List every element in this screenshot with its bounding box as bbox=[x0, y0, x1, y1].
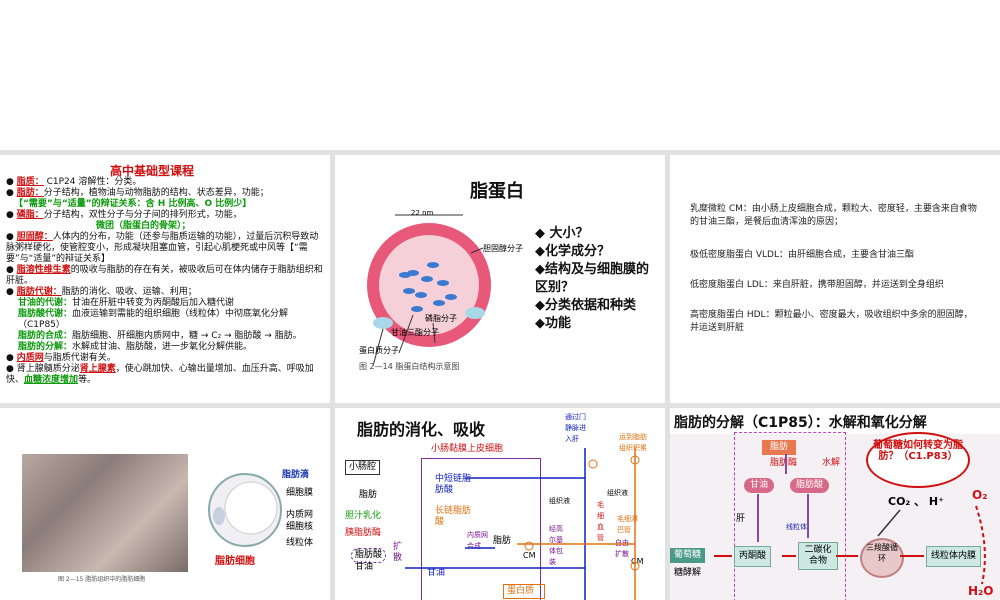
lbl-mito-inner: 线粒体内膜 bbox=[926, 546, 982, 567]
lbl-diffuse: 扩散 bbox=[393, 542, 403, 563]
lbl-capillary: 毛细血管 bbox=[597, 501, 604, 542]
para-vldl: 极低密度脂蛋白 VLDL：由肝细胞合成，主要含甘油三酯 bbox=[690, 250, 914, 260]
question-bubble: 葡萄糖如何转变为脂肪？（C1.P83） bbox=[866, 432, 970, 488]
slide-1-body: ● 脂质： C1P24 溶解性：分类。 ● 脂肪：分子结构，植物油与动物脂肪的结… bbox=[6, 177, 324, 386]
lbl-fat2: 脂肪 bbox=[493, 536, 512, 546]
bullet-function: ◆功能 bbox=[535, 316, 571, 331]
slide-2-title: 脂蛋白 bbox=[470, 181, 524, 202]
line-phospholipid: ● 磷脂：分子结构，双性分子与分子间的排列形式，功能， bbox=[6, 210, 242, 220]
line-fa: 脂肪酸代谢：血液运输到需能的组织细胞（线粒体）中彻底氧化分解（C1P85） bbox=[18, 309, 289, 330]
line-synthesis: 脂肪的合成：脂肪细胞、肝细胞内质网中，糖 → C₂ → 脂肪酸 → 脂肪。 bbox=[18, 331, 302, 341]
label-fat-cell: 脂肪细胞 bbox=[215, 556, 255, 567]
lbl-fatty-acid: 脂肪酸 bbox=[351, 548, 387, 563]
label-membrane: 细胞膜 bbox=[286, 488, 314, 498]
slide-6-title: 脂肪的分解（C1P85）：水解和氧化分解 bbox=[674, 415, 927, 431]
lbl-golgi: 经高尔基体包装 bbox=[549, 525, 563, 566]
lbl-tca: 三羧酸循环 bbox=[860, 538, 904, 578]
diagram-caption: 图 2—14 脂蛋白结构示意图 bbox=[359, 362, 460, 371]
lbl-lymph: 毛细淋巴管 bbox=[617, 515, 638, 534]
label-nucleus: 细胞核 bbox=[286, 522, 314, 532]
hydrolysis-box bbox=[734, 432, 846, 600]
lbl-bile: 胆汁乳化 bbox=[345, 511, 382, 521]
slide-1-thumbnail[interactable]: 高中基础型课程 ● 脂质： C1P24 溶解性：分类。 ● 脂肪：分子结构，植物… bbox=[0, 155, 330, 403]
label-mito: 线粒体 bbox=[286, 538, 314, 548]
digestion-arrows bbox=[405, 448, 640, 600]
lbl-fat: 脂肪 bbox=[762, 440, 797, 455]
triglyceride-label: 甘油三酯分子 bbox=[391, 328, 439, 337]
lbl-co2: CO₂ 、 H⁺ bbox=[888, 495, 944, 508]
lbl-o2: O₂ bbox=[972, 488, 988, 502]
line-fat: ● 脂肪：分子结构，植物油与动物脂肪的结构、状态差异，功能； bbox=[6, 188, 269, 198]
lbl-fat: 脂肪 bbox=[359, 490, 378, 500]
lbl-mito: 线粒体 bbox=[786, 523, 807, 531]
lbl-er-synth: 内质网合成 bbox=[467, 531, 488, 550]
line-breakdown: 脂肪的分解：水解成甘油、脂肪酸，进一步氧化分解供能。 bbox=[18, 342, 253, 352]
lumen-box: 小肠腔 bbox=[345, 460, 381, 475]
lbl-glycerol: 甘油 bbox=[355, 562, 374, 572]
epithelial-cell-box bbox=[421, 458, 541, 600]
slide-1-title: 高中基础型课程 bbox=[110, 164, 195, 178]
lbl-c2: 二碳化合物 bbox=[798, 542, 838, 570]
scale-label: 22 nm bbox=[411, 209, 434, 217]
line-fat-note: 【“需要”与“适量”的辩证关系：含 H 比例高、O 比例少】 bbox=[14, 199, 252, 209]
slide-6-thumbnail[interactable]: 脂肪的分解（C1P85）：水解和氧化分解 脂肪 脂肪酶 水解 甘油 脂肪酸 肝 … bbox=[670, 408, 1000, 600]
lbl-glycerol2: 甘油 bbox=[427, 568, 446, 578]
line-cholesterol: ● 胆固醇：人体内的分布，功能（还参与脂质运输的功能），过量后沉积导致动脉粥样硬… bbox=[6, 232, 319, 264]
lipoprotein-diagram bbox=[367, 214, 491, 367]
adipose-photo bbox=[22, 454, 188, 572]
lbl-hydrolysis: 水解 bbox=[822, 458, 841, 468]
bullet-classification: ◆分类依据和种类 bbox=[535, 298, 636, 313]
bullet-structure: ◆结构及与细胞膜的区别？ bbox=[535, 262, 649, 295]
phospholipid-label: 磷脂分子 bbox=[425, 314, 457, 323]
lbl-tissue2: 组织液 bbox=[607, 489, 628, 497]
label-droplet: 脂肪滴 bbox=[282, 470, 310, 480]
lbl-pyruvate: 丙酮酸 bbox=[734, 546, 772, 567]
lbl-tissue1: 组织液 bbox=[549, 497, 570, 505]
lbl-h2o: H₂O bbox=[968, 584, 994, 598]
lbl-glucose: 葡萄糖 bbox=[670, 548, 706, 563]
para-hdl: 高密度脂蛋白 HDL：颗粒最小、密度最大，吸收组织中多余的胆固醇，并运送到肝脏 bbox=[690, 310, 973, 333]
lbl-cm2: CM bbox=[631, 557, 644, 566]
lbl-free-diffusion: 自由扩散 bbox=[615, 539, 629, 558]
lbl-store: 运到脂肪组织积累 bbox=[619, 433, 647, 452]
protein-label: 蛋白质分子 bbox=[359, 346, 399, 355]
slide-2-thumbnail[interactable]: 脂蛋白 22 nm 胆固醇分子 磷脂分子 甘油三酯分子 蛋白质分子 图 2—14… bbox=[335, 155, 665, 403]
slide-3-thumbnail[interactable]: 乳糜微粒 CM：由小肠上皮细胞合成，颗粒大、密度轻，主要含来自食物的甘油三酯，是… bbox=[670, 155, 1000, 403]
para-ldl: 低密度脂蛋白 LDL：来自肝脏，携带胆固醇，并运送到全身组织 bbox=[690, 280, 944, 290]
line-lipid: ● 脂质： C1P24 溶解性：分类。 bbox=[6, 177, 142, 187]
bullet-composition: ◆化学成分？ bbox=[535, 244, 610, 259]
breakdown-arrows bbox=[714, 454, 986, 585]
cholesterol-label: 胆固醇分子 bbox=[483, 244, 523, 253]
line-micelle: 微团（脂蛋白的骨架）； bbox=[96, 221, 191, 231]
line-er: ● 内质网与脂质代谢有关。 bbox=[6, 353, 116, 363]
lbl-short-chain: 中短链脂肪酸 bbox=[435, 474, 472, 495]
lbl-glycerol: 甘油 bbox=[744, 478, 775, 493]
lbl-long-chain: 长链脂肪酸 bbox=[435, 506, 472, 527]
slide-5-thumbnail[interactable]: 脂肪的消化、吸收 小肠黏膜上皮细胞 小肠腔 脂肪 胆汁乳化 胰脂肪酶 脂肪酸 甘… bbox=[335, 408, 665, 600]
bullet-size: ◆ 大小？ bbox=[535, 226, 589, 241]
slide-2-bullets: ◆ 大小？ ◆化学成分？ ◆结构及与细胞膜的区别？ ◆分类依据和种类 ◆功能 bbox=[535, 225, 660, 333]
lbl-glycolysis: 糖酵解 bbox=[674, 568, 702, 578]
fat-cell-diagram bbox=[208, 473, 282, 547]
lbl-portal: 通过门静脉进入肝 bbox=[565, 413, 586, 443]
slide-5-title: 脂肪的消化、吸收 bbox=[357, 420, 486, 439]
cell-label: 小肠黏膜上皮细胞 bbox=[431, 444, 504, 454]
line-metabolism: ● 脂肪代谢：脂肪的消化、吸收、运输、利用； bbox=[6, 287, 197, 297]
lbl-lipase: 脂肪酶 bbox=[770, 458, 798, 468]
lbl-cm: CM bbox=[523, 551, 536, 560]
lbl-lipase: 胰脂肪酶 bbox=[345, 528, 382, 538]
line-adrenaline: ● 肾上腺髓质分泌肾上腺素，使心跳加快、心输出量增加、血压升高、呼吸加快、血糖浓… bbox=[6, 364, 314, 385]
label-er: 内质网 bbox=[286, 510, 314, 520]
line-vitamin: ● 脂溶性维生素的吸收与脂肪的存在有关，被吸收后可在体内储存于脂肪组织和肝脏。 bbox=[6, 265, 323, 286]
lbl-liver: 肝 bbox=[736, 514, 746, 524]
adipose-caption: 图 2—15 脂肪组织中的脂肪细胞 bbox=[58, 576, 146, 583]
lbl-protein: 蛋白质 bbox=[503, 584, 545, 599]
lbl-fatty-acid: 脂肪酸 bbox=[790, 478, 830, 493]
para-cm: 乳糜微粒 CM：由小肠上皮细胞合成，颗粒大、密度轻，主要含来自食物的甘油三酯，是… bbox=[690, 204, 977, 227]
line-glycerol: 甘油的代谢：甘油在肝脏中转变为丙酮酸后加入糖代谢 bbox=[18, 298, 235, 308]
slide-4-thumbnail[interactable]: 图 2—15 脂肪组织中的脂肪细胞 脂肪滴 细胞膜 内质网 细胞核 线粒体 脂肪… bbox=[0, 408, 330, 600]
